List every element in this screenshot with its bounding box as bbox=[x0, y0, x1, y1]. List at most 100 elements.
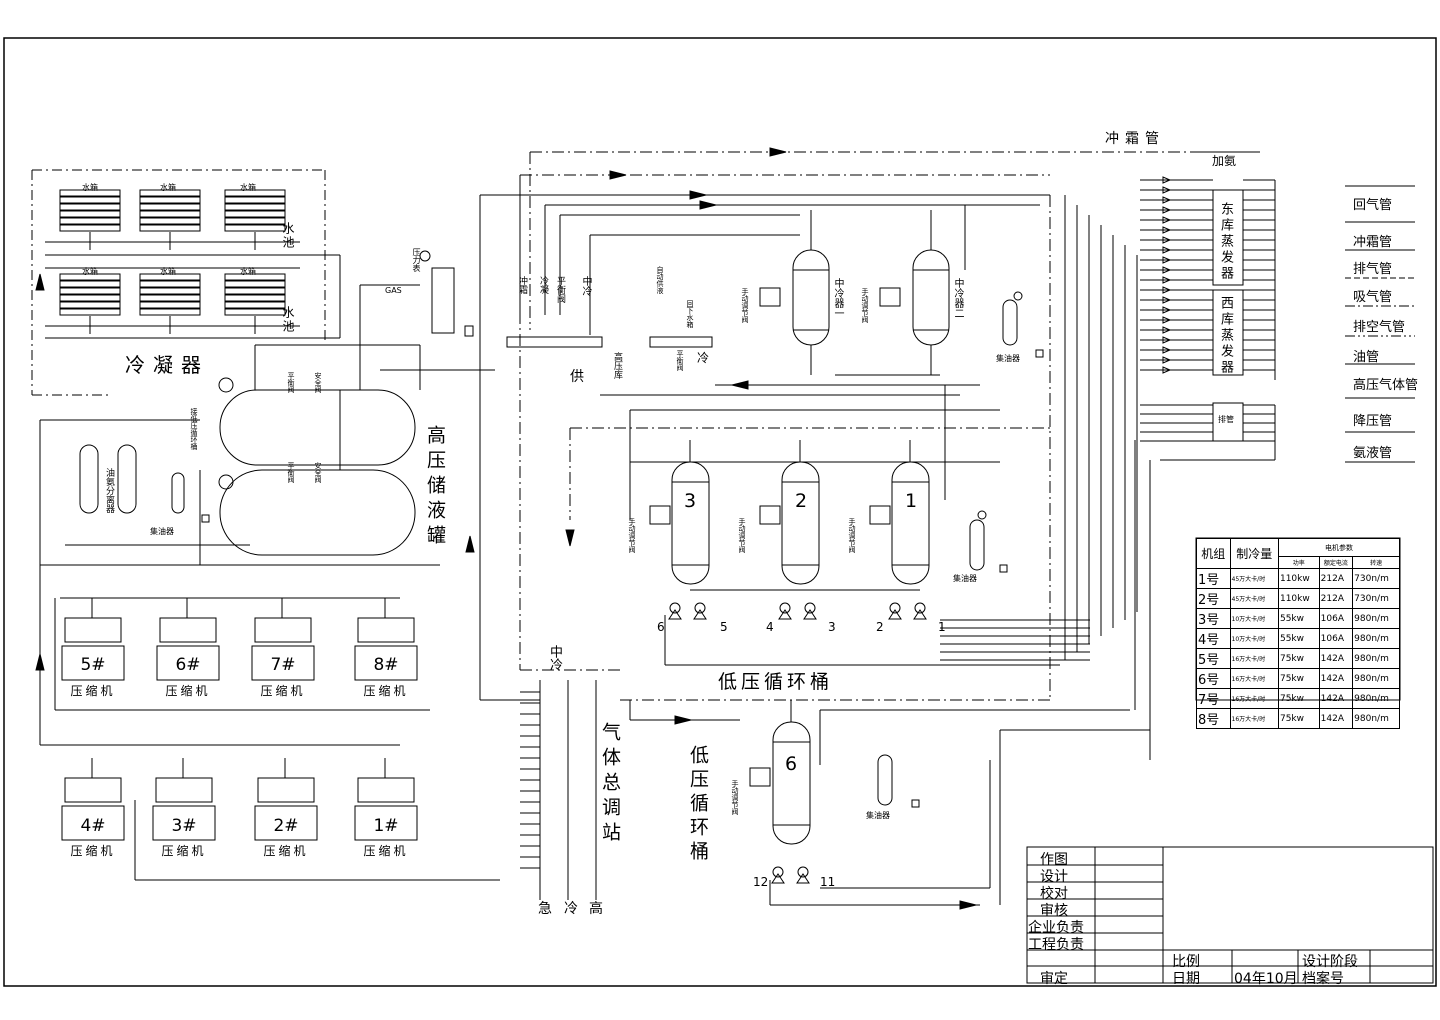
legend-discharge: 排气管 bbox=[1353, 262, 1393, 277]
spec-cell: 142A bbox=[1318, 668, 1354, 689]
pressure-gauge-box bbox=[431, 267, 455, 334]
hand-valve-label: 手动调节阀 bbox=[848, 518, 856, 553]
compressor-label: 压缩机 bbox=[363, 684, 409, 698]
compressor-body bbox=[251, 598, 315, 681]
spec-cell: 110kw bbox=[1277, 588, 1320, 609]
supply-label: 供 bbox=[570, 369, 584, 385]
pump-id: 1 bbox=[938, 620, 946, 634]
compressor-number: 6# bbox=[175, 655, 201, 675]
spec-header: 电机参数 bbox=[1277, 538, 1401, 557]
pump-symbol bbox=[804, 602, 816, 614]
hp-side-note: 接低压循环桶 bbox=[190, 408, 198, 450]
spec-cell: 980n/m bbox=[1352, 688, 1400, 709]
pump-id: 4 bbox=[766, 620, 774, 634]
lp-supply-label: 平衡阀 bbox=[676, 350, 684, 371]
condenser-title: 冷凝器 bbox=[125, 353, 209, 377]
spec-cell: 75kw bbox=[1277, 668, 1320, 689]
legend-oil: 油管 bbox=[1353, 350, 1380, 365]
spec-cell: 45万大卡/时 bbox=[1229, 588, 1279, 609]
east-evaporator-box bbox=[1212, 189, 1244, 286]
pump-id: 3 bbox=[828, 620, 836, 634]
spec-subheader: 额定电流 bbox=[1318, 556, 1354, 569]
station-label: 中冷 bbox=[580, 276, 591, 296]
oil-collector-top bbox=[1002, 291, 1044, 358]
legend-lines bbox=[1345, 185, 1415, 463]
condenser-coil bbox=[224, 273, 286, 334]
compressor-number: 8# bbox=[373, 655, 399, 675]
hand-valve-label: 手动调节阀 bbox=[628, 518, 636, 553]
spec-cell: 142A bbox=[1318, 708, 1354, 729]
spec-header: 机组 bbox=[1196, 538, 1231, 569]
lp-drum-6 bbox=[629, 700, 1130, 910]
lp-drum-group bbox=[569, 195, 1060, 701]
tank-label: 水箱 bbox=[82, 267, 98, 276]
coil-pipe-label: 排管 bbox=[1218, 415, 1234, 424]
legend-pressure-drop: 降压管 bbox=[1353, 414, 1393, 429]
drum-number: 6 bbox=[785, 753, 798, 775]
water-pool-label: 水池 bbox=[281, 222, 295, 250]
compressor-body bbox=[61, 758, 125, 841]
tb-row-label: 企业负责 bbox=[1028, 920, 1084, 936]
pump-id: 12 bbox=[753, 875, 769, 889]
tb-approve: 审定 bbox=[1040, 971, 1068, 987]
spec-cell: 142A bbox=[1318, 648, 1354, 669]
lp-supply-label: 回下水箱 bbox=[686, 300, 694, 328]
intercooler-label: 中冷器二 bbox=[952, 278, 963, 318]
tb-row-label: 设计 bbox=[1040, 869, 1068, 885]
tb-archive: 档案号 bbox=[1302, 971, 1344, 987]
spec-cell: 2号 bbox=[1196, 588, 1231, 609]
oil-collector-bottom bbox=[877, 510, 1008, 808]
spec-cell: 730n/m bbox=[1352, 588, 1400, 609]
condenser-coil bbox=[139, 273, 201, 334]
tb-row-label: 工程负责 bbox=[1028, 937, 1084, 953]
station-label: 冲霜 bbox=[517, 276, 527, 294]
gas-tag: GAS bbox=[385, 286, 402, 295]
gas-line-bottom: 冷 bbox=[564, 901, 578, 917]
compressor-body bbox=[61, 598, 125, 681]
tb-row-label: 校对 bbox=[1040, 886, 1068, 902]
oil-collector-label: 集油器 bbox=[996, 354, 1020, 363]
condenser-coil bbox=[59, 189, 121, 250]
spec-cell: 10万大卡/时 bbox=[1229, 608, 1279, 629]
drum-number: 3 bbox=[684, 490, 697, 512]
valve-label: 平衡阀 bbox=[287, 372, 295, 393]
coil-pipe-box bbox=[1212, 402, 1244, 442]
hand-valve-label: 手动调节阀 bbox=[861, 288, 869, 323]
gas-station-mid: 中冷 bbox=[547, 645, 562, 671]
drum-number: 2 bbox=[795, 490, 808, 512]
tb-stage: 设计阶段 bbox=[1302, 954, 1358, 970]
drum6-title: 低压循环桶 bbox=[687, 745, 709, 865]
spec-cell: 5号 bbox=[1196, 648, 1231, 669]
condenser-coil bbox=[59, 273, 121, 334]
west-evaporator-box bbox=[1212, 289, 1244, 376]
tank-label: 水箱 bbox=[160, 267, 176, 276]
compressor-label: 压缩机 bbox=[165, 684, 211, 698]
drum-number: 1 bbox=[905, 490, 918, 512]
spec-cell: 8号 bbox=[1196, 708, 1231, 729]
hp-supply-label: 高压库 bbox=[612, 352, 622, 379]
hp-receiver-title: 高压储液罐 bbox=[424, 425, 446, 550]
pump-id: 2 bbox=[876, 620, 884, 634]
spec-cell: 212A bbox=[1318, 588, 1354, 609]
compressor-body bbox=[152, 758, 216, 841]
intercooler-label: 中冷器一 bbox=[832, 278, 843, 318]
supply-pipes bbox=[479, 170, 1050, 700]
compressor-number: 4# bbox=[80, 816, 106, 836]
compressor-body bbox=[156, 598, 220, 681]
oil-collector-label: 集油器 bbox=[866, 811, 890, 820]
tb-date-value: 04年10月 bbox=[1234, 971, 1298, 987]
legend-hp-gas: 高压气体管 bbox=[1353, 378, 1419, 393]
pump-id: 6 bbox=[657, 620, 665, 634]
spec-header: 制冷量 bbox=[1229, 538, 1279, 569]
spec-cell: 4号 bbox=[1196, 628, 1231, 649]
west-evaporator-label: 西库蒸发器 bbox=[1218, 296, 1233, 376]
legend-return-gas: 回气管 bbox=[1353, 198, 1393, 213]
pump-symbol bbox=[779, 602, 791, 614]
spec-cell: 212A bbox=[1318, 568, 1354, 589]
pump-id: 11 bbox=[820, 875, 836, 889]
compressor-number: 5# bbox=[80, 655, 106, 675]
water-pool-label: 水池 bbox=[281, 306, 295, 334]
compressor-label: 压缩机 bbox=[70, 844, 116, 858]
